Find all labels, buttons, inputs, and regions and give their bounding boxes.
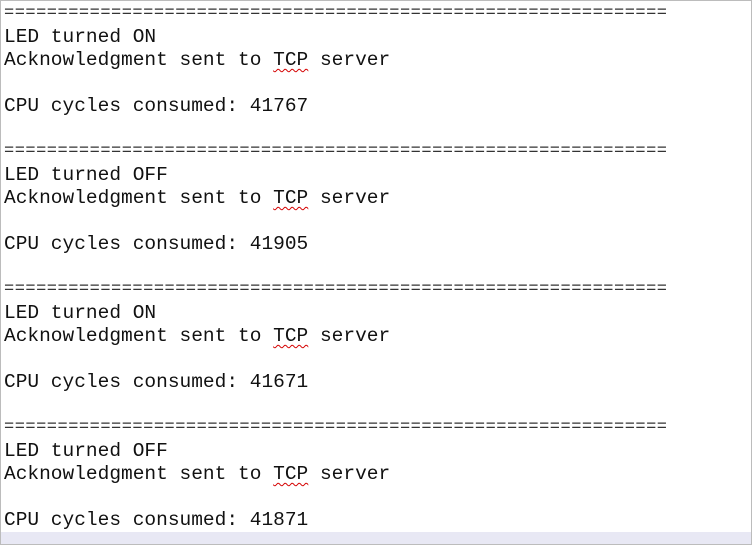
current-line-highlight bbox=[1, 532, 751, 544]
separator-line: ========================================… bbox=[4, 418, 668, 437]
led-status-line: LED turned OFF bbox=[4, 440, 168, 462]
spellcheck-word[interactable]: TCP bbox=[273, 49, 309, 71]
blank-line bbox=[4, 486, 751, 509]
ack-line: Acknowledgment sent to TCP server bbox=[4, 187, 751, 210]
blank-line bbox=[4, 210, 751, 233]
spellcheck-word[interactable]: TCP bbox=[273, 325, 309, 347]
ack-line: Acknowledgment sent to TCP server bbox=[4, 325, 751, 348]
blank-line bbox=[4, 118, 751, 141]
ack-suffix: server bbox=[308, 49, 391, 71]
ack-prefix: Acknowledgment sent to bbox=[4, 49, 274, 71]
ack-prefix: Acknowledgment sent to bbox=[4, 463, 274, 485]
blank-line bbox=[4, 256, 751, 279]
cpu-cycles-line: CPU cycles consumed: 41671 bbox=[4, 371, 309, 393]
separator-line: ========================================… bbox=[4, 142, 668, 161]
separator-line: ========================================… bbox=[4, 280, 668, 299]
ack-line: Acknowledgment sent to TCP server bbox=[4, 49, 751, 72]
blank-line bbox=[4, 72, 751, 95]
cpu-cycles-line: CPU cycles consumed: 41871 bbox=[4, 509, 309, 531]
separator-line: ========================================… bbox=[4, 4, 668, 23]
cpu-cycles-line: CPU cycles consumed: 41767 bbox=[4, 95, 309, 117]
led-status-line: LED turned ON bbox=[4, 26, 157, 48]
blank-line bbox=[4, 394, 751, 417]
text-content[interactable]: ========================================… bbox=[4, 3, 751, 532]
ack-prefix: Acknowledgment sent to bbox=[4, 325, 274, 347]
cpu-cycles-line: CPU cycles consumed: 41905 bbox=[4, 233, 309, 255]
led-status-line: LED turned OFF bbox=[4, 164, 168, 186]
ack-line: Acknowledgment sent to TCP server bbox=[4, 463, 751, 486]
led-status-line: LED turned ON bbox=[4, 302, 157, 324]
ack-prefix: Acknowledgment sent to bbox=[4, 187, 274, 209]
ack-suffix: server bbox=[308, 325, 391, 347]
spellcheck-word[interactable]: TCP bbox=[273, 463, 309, 485]
blank-line bbox=[4, 348, 751, 371]
spellcheck-word[interactable]: TCP bbox=[273, 187, 309, 209]
ack-suffix: server bbox=[308, 463, 391, 485]
ack-suffix: server bbox=[308, 187, 391, 209]
